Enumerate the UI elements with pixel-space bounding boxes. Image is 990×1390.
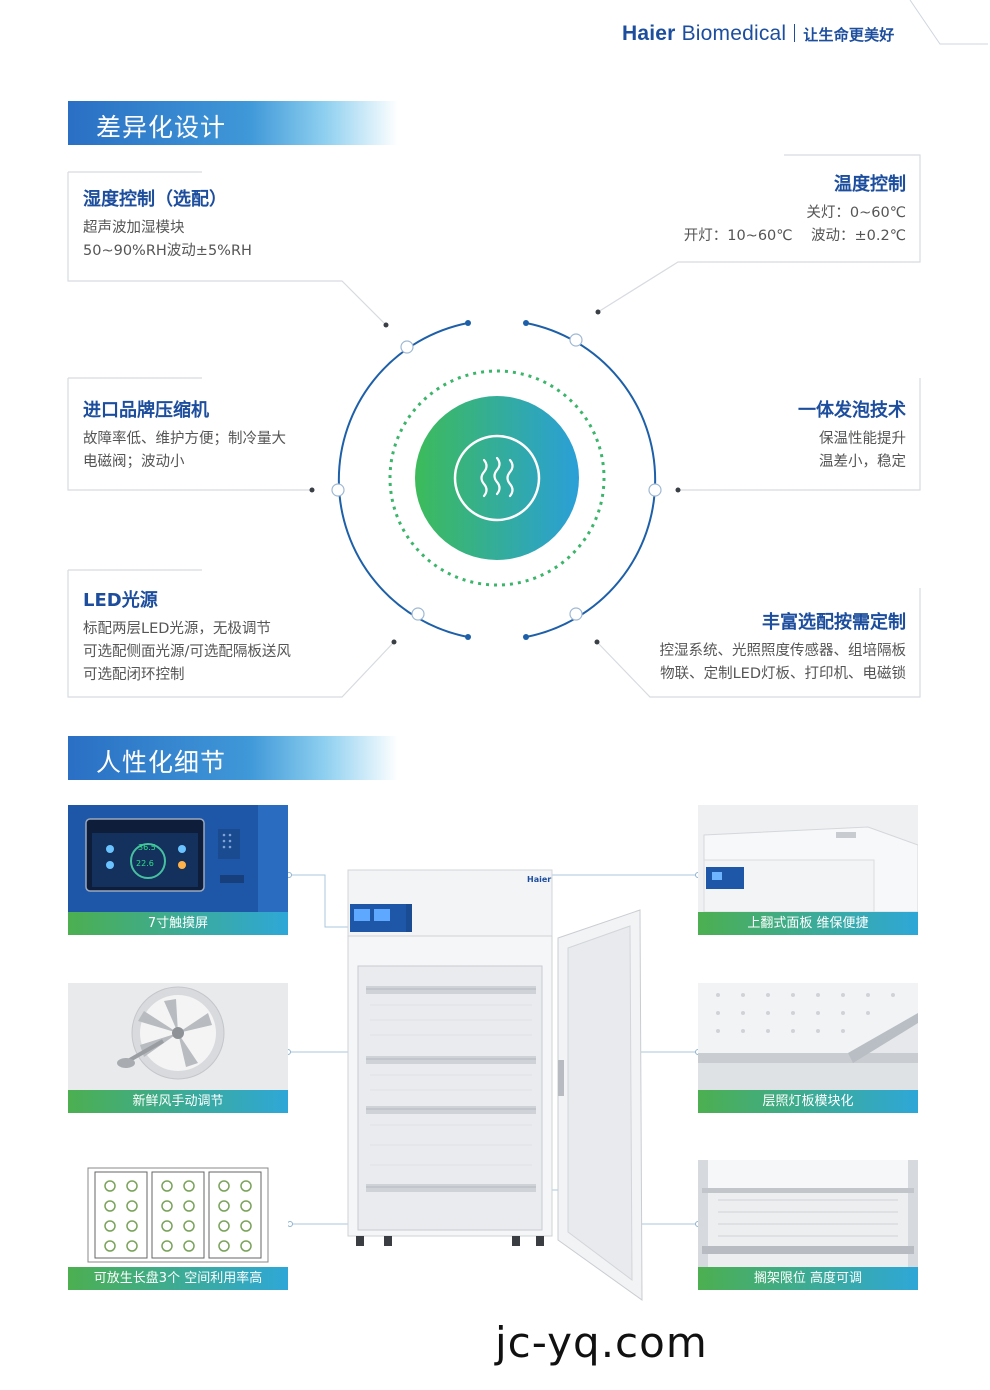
tile-panel: 上翻式面板 维保便捷 xyxy=(698,805,918,935)
shelf-image xyxy=(698,1160,918,1267)
feature-compressor-line: 故障率低、维护方便；制冷量大 xyxy=(83,431,286,447)
feature-custom-line: 物联、定制LED灯板、打印机、电磁锁 xyxy=(660,666,906,682)
light-board-image xyxy=(698,983,918,1090)
feature-humidity-title: 湿度控制（选配） xyxy=(83,189,227,210)
feature-foam-title: 一体发泡技术 xyxy=(798,400,906,421)
feature-humidity-line: 超声波加湿模块 xyxy=(83,220,185,236)
incubator-cabinet-image xyxy=(347,869,643,1301)
panel-image xyxy=(698,805,918,912)
feature-custom-line: 控湿系统、光照照度传感器、组培隔板 xyxy=(659,643,907,659)
tile-caption: 新鲜风手动调节 xyxy=(68,1090,288,1113)
feature-diagram xyxy=(67,154,921,698)
growth-tray-diagram xyxy=(68,1160,288,1267)
feature-temperature-line: 开灯：10~60℃ 波动：±0.2℃ xyxy=(683,228,906,244)
tile-caption: 可放生长盘3个 空间利用率高 xyxy=(68,1267,288,1290)
brand-slogan: 让生命更美好 xyxy=(803,26,895,44)
tile-caption: 7寸触摸屏 xyxy=(68,912,288,935)
feature-humidity: 湿度控制（选配） 超声波加湿模块 50~90%RH波动±5%RH xyxy=(83,185,252,263)
tile-light-board: 层照灯板模块化 xyxy=(698,983,918,1113)
tile-shelf: 搁架限位 高度可调 xyxy=(698,1160,918,1290)
feature-custom-title: 丰富选配按需定制 xyxy=(762,612,906,633)
feature-temperature: 温度控制 关灯：0~60℃ 开灯：10~60℃ 波动：±0.2℃ xyxy=(684,170,906,248)
tile-growth-tray: 可放生长盘3个 空间利用率高 xyxy=(68,1160,288,1290)
feature-compressor-title: 进口品牌压缩机 xyxy=(83,400,209,421)
section-banner-design: 差异化设计 xyxy=(68,101,398,145)
tile-caption: 上翻式面板 维保便捷 xyxy=(698,912,918,935)
feature-foam-line: 保温性能提升 xyxy=(819,431,906,447)
feature-custom: 丰富选配按需定制 控湿系统、光照照度传感器、组培隔板 物联、定制LED灯板、打印… xyxy=(660,608,907,686)
feature-foam: 一体发泡技术 保温性能提升 温差小，稳定 xyxy=(798,396,906,474)
brand-header: Haier Biomedical 让生命更美好 xyxy=(622,22,895,46)
feature-humidity-line: 50~90%RH波动±5%RH xyxy=(83,243,252,259)
screen-temp-readout: 36.5 xyxy=(138,843,156,852)
tile-caption: 层照灯板模块化 xyxy=(698,1090,918,1113)
feature-led-line: 可选配侧面光源/可选配隔板送风 xyxy=(83,644,291,660)
tile-caption: 搁架限位 高度可调 xyxy=(698,1267,918,1290)
section-banner-detail: 人性化细节 xyxy=(68,736,398,780)
feature-compressor: 进口品牌压缩机 故障率低、维护方便；制冷量大 电磁阀；波动小 xyxy=(83,396,286,474)
feature-led-title: LED光源 xyxy=(83,590,158,611)
watermark-text: jc-yq.com xyxy=(495,1318,708,1367)
tile-fresh-air: 新鲜风手动调节 xyxy=(68,983,288,1113)
screen-humidity-readout: 22.6 xyxy=(136,859,154,868)
brand-divider xyxy=(794,24,796,42)
cabinet-logo: Haier xyxy=(527,875,552,884)
feature-led-line: 可选配闭环控制 xyxy=(83,667,185,683)
section-title-design: 差异化设计 xyxy=(96,113,227,142)
corner-decoration xyxy=(909,0,988,45)
feature-led: LED光源 标配两层LED光源，无极调节 可选配侧面光源/可选配隔板送风 可选配… xyxy=(83,586,291,687)
touchscreen-image xyxy=(68,805,288,912)
feature-led-line: 标配两层LED光源，无极调节 xyxy=(83,621,271,637)
brand-logo-text: Biomedical xyxy=(681,22,787,45)
tile-touchscreen: 36.5 22.6 7寸触摸屏 xyxy=(68,805,288,935)
feature-temperature-line: 关灯：0~60℃ xyxy=(806,205,906,221)
brand-logo-bold: Haier xyxy=(622,22,676,45)
fresh-air-vent-image xyxy=(68,983,288,1090)
feature-foam-line: 温差小，稳定 xyxy=(819,454,906,470)
feature-temperature-title: 温度控制 xyxy=(834,174,906,195)
section-title-detail: 人性化细节 xyxy=(96,748,227,777)
feature-compressor-line: 电磁阀；波动小 xyxy=(83,454,185,470)
